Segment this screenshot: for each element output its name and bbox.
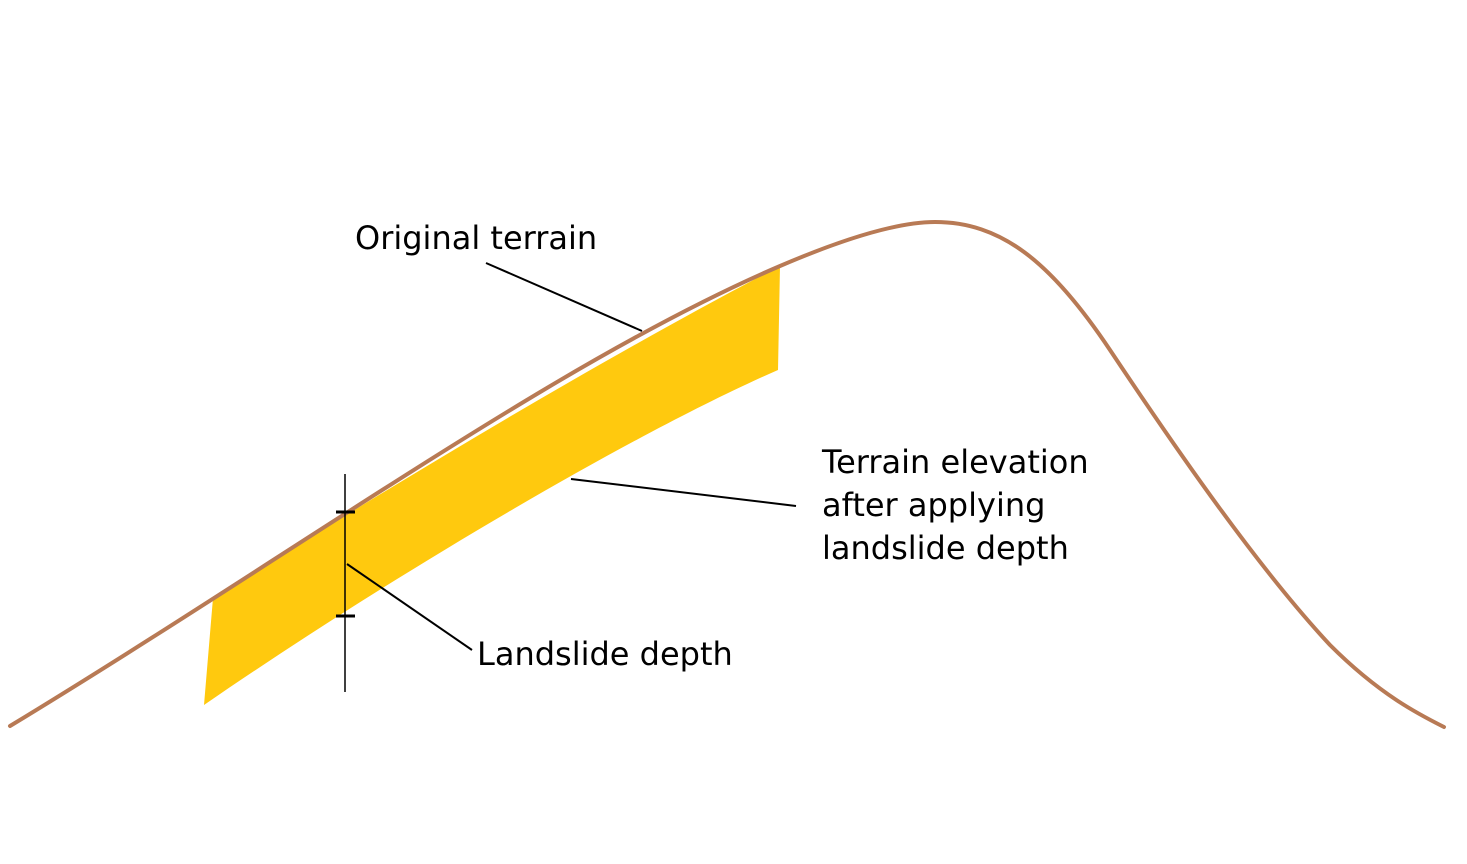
label-terrain-after-line3: landslide depth <box>822 529 1069 567</box>
label-terrain-after-line2: after applying <box>822 486 1045 524</box>
label-landslide-depth: Landslide depth <box>477 635 733 673</box>
original-terrain-line <box>8 219 1446 729</box>
leader-terrain-after <box>570 478 797 507</box>
landslide-region <box>204 266 780 705</box>
label-original-terrain: Original terrain <box>355 219 597 257</box>
leader-landslide-depth <box>346 563 473 651</box>
leader-original-terrain <box>485 262 643 332</box>
label-terrain-after-line1: Terrain elevation <box>821 443 1089 481</box>
